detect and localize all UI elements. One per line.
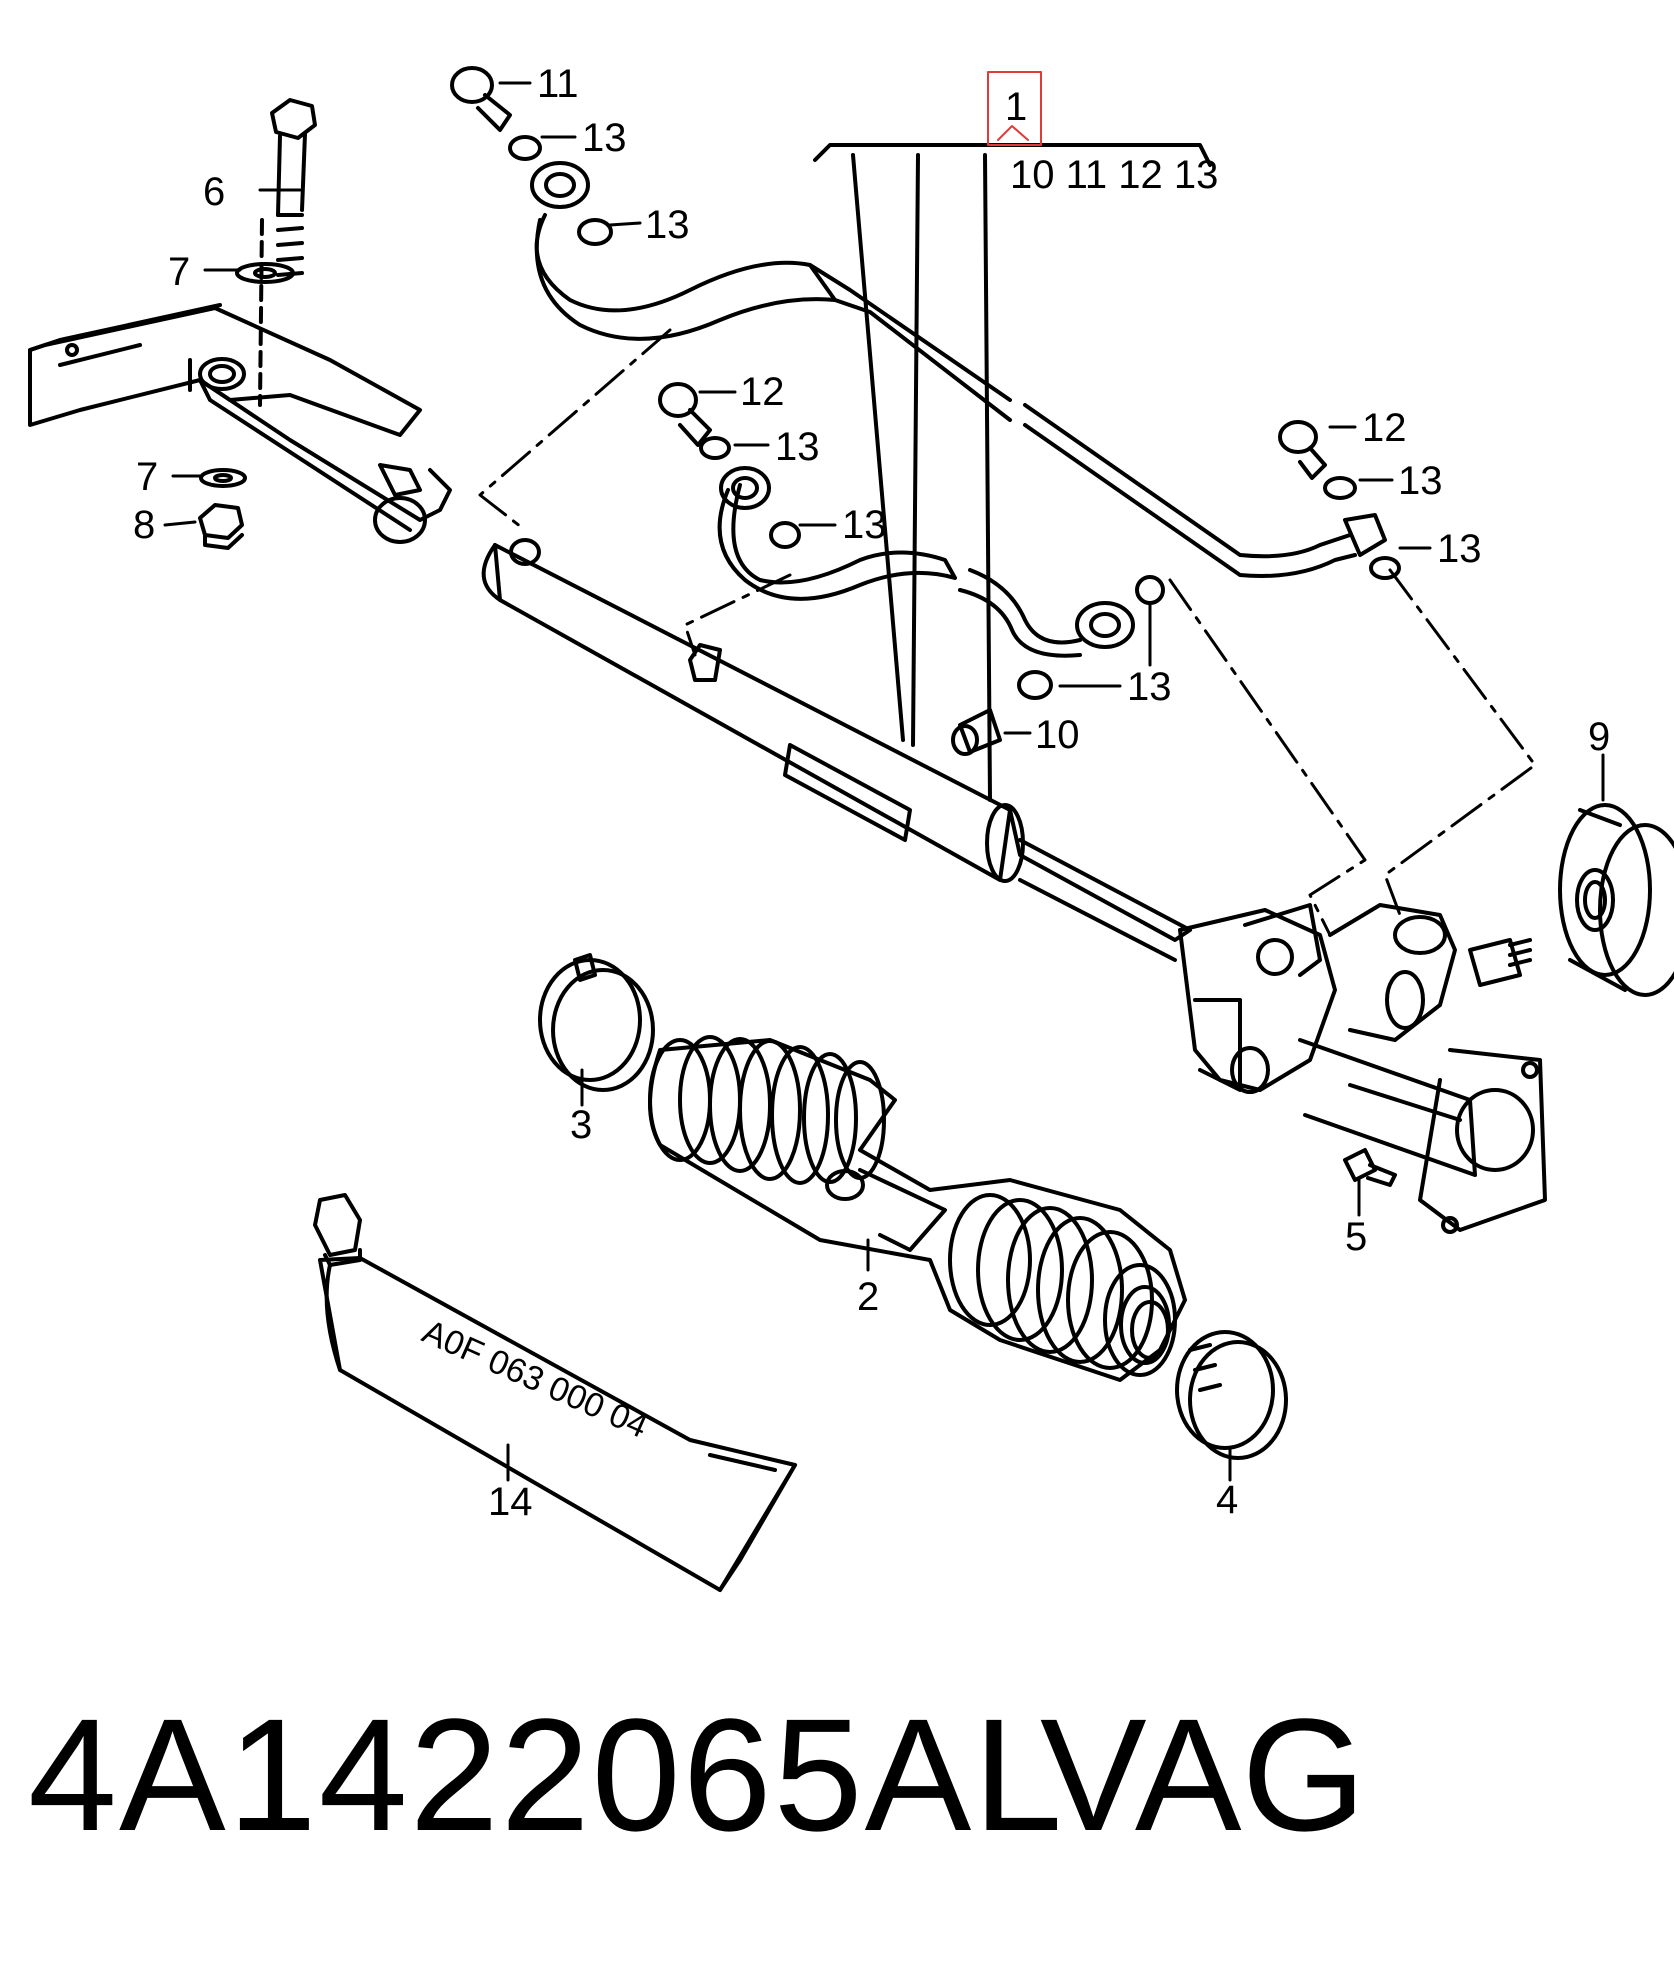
callout-9: 9: [1588, 715, 1610, 759]
seal-13-e: [1135, 575, 1165, 605]
seal-13-a: [508, 135, 542, 161]
pressure-line-lower: [717, 483, 1135, 658]
callout-13-a: 13: [582, 116, 627, 160]
banjo-bolt-10: [951, 708, 1002, 756]
banjo-bolt-12-right: [1278, 420, 1327, 480]
callout-3: 3: [570, 1103, 592, 1147]
pressure-line-upper: [534, 213, 1387, 578]
part-number: 4A1422065AL: [28, 1685, 1065, 1864]
guide-lines: [478, 328, 1537, 937]
mounting-bracket: [28, 303, 452, 544]
callout-2: 2: [857, 1275, 879, 1319]
callout-14: 14: [488, 1480, 533, 1524]
seal-13-c: [699, 436, 731, 460]
seal-13-h: [1369, 556, 1401, 580]
callout-1-highlight: [987, 71, 1042, 146]
rack-housing: [481, 538, 1547, 1234]
callout-labels: 1 10 11 12 13 11 13 13 12 13 13 12 13 13…: [133, 62, 1610, 1524]
callout-5: 5: [1345, 1215, 1367, 1259]
callout-13-d: 13: [842, 503, 887, 547]
callout-7-upper: 7: [168, 250, 190, 294]
grease-tube-14: A0F 063 000 04: [313, 1193, 797, 1592]
brand-name: VAG: [1040, 1685, 1367, 1864]
callout-13-g: 13: [1127, 665, 1172, 709]
bolt-6: [258, 98, 317, 407]
washer-7-lower: [199, 468, 247, 488]
clamp-4: [1175, 1330, 1288, 1460]
callout-1-subparts: 10 11 12 13: [1010, 153, 1218, 197]
callout-12-left: 12: [740, 370, 785, 414]
seal-13-f: [1017, 670, 1053, 700]
callout-4: 4: [1216, 1478, 1238, 1522]
seal-13-g: [1323, 476, 1357, 500]
seal-ring-9: [1558, 803, 1674, 997]
clamp-3: [538, 953, 655, 1092]
tube-label-text: A0F 063 000 04: [417, 1313, 654, 1446]
callout-13-f: 13: [1437, 527, 1482, 571]
banjo-bolt-12-left: [658, 382, 712, 447]
callout-10: 10: [1035, 713, 1080, 757]
bolt-5: [1343, 1148, 1397, 1187]
callout-1: 1: [1005, 85, 1027, 129]
washer-7-upper: [235, 262, 295, 284]
callout-6: 6: [203, 170, 225, 214]
banjo-fitting-lower: [719, 466, 771, 510]
rubber-boot-2: [648, 1035, 1187, 1382]
banjo-bolt-11: [450, 66, 512, 132]
nut-8: [198, 503, 244, 550]
callout-12-right: 12: [1362, 406, 1407, 450]
callout-13-b: 13: [645, 203, 690, 247]
callout-11: 11: [537, 62, 579, 106]
callout-7-lower: 7: [136, 455, 158, 499]
callout-13-e: 13: [1398, 459, 1443, 503]
seal-13-d: [769, 521, 801, 549]
banjo-fitting-upper: [530, 161, 590, 209]
callout-8: 8: [133, 503, 155, 547]
seal-13-b: [577, 218, 613, 246]
callout-13-c: 13: [775, 425, 820, 469]
leader-lines: [163, 81, 1605, 1482]
